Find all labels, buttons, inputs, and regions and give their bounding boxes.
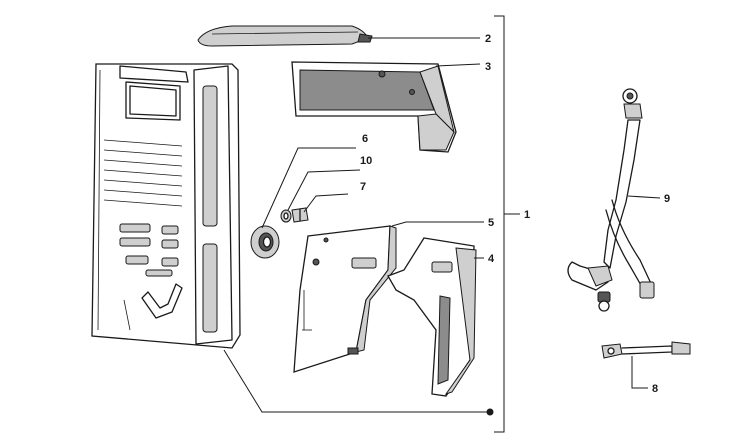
- part-8-belt-anchor: [601, 341, 691, 359]
- callout-6: 6: [362, 133, 368, 145]
- part-5-lower-trim: [293, 225, 397, 373]
- callouts: 2 3 6 10 7 5 1 4 9 8: [360, 33, 670, 395]
- callout-5: 5: [488, 217, 494, 229]
- callout-9: 9: [664, 193, 670, 205]
- callout-8: 8: [652, 383, 658, 395]
- leader-end-dot: [486, 408, 494, 416]
- dashboard-panel: [91, 63, 241, 349]
- part-2-top-cover: [197, 25, 373, 47]
- callout-4: 4: [488, 253, 495, 265]
- leader-lines: [223, 15, 661, 433]
- part-3-upper-trim: [291, 61, 457, 153]
- callout-3: 3: [485, 61, 491, 73]
- part-4-lower-trim: [387, 237, 477, 397]
- callout-10: 10: [360, 155, 372, 167]
- callout-7: 7: [360, 181, 366, 193]
- part-9-seat-belt: [567, 88, 655, 312]
- part-10-washer: [280, 209, 292, 223]
- callout-1: 1: [524, 209, 530, 221]
- part-6-grommet: [250, 225, 280, 259]
- callout-2: 2: [485, 33, 491, 45]
